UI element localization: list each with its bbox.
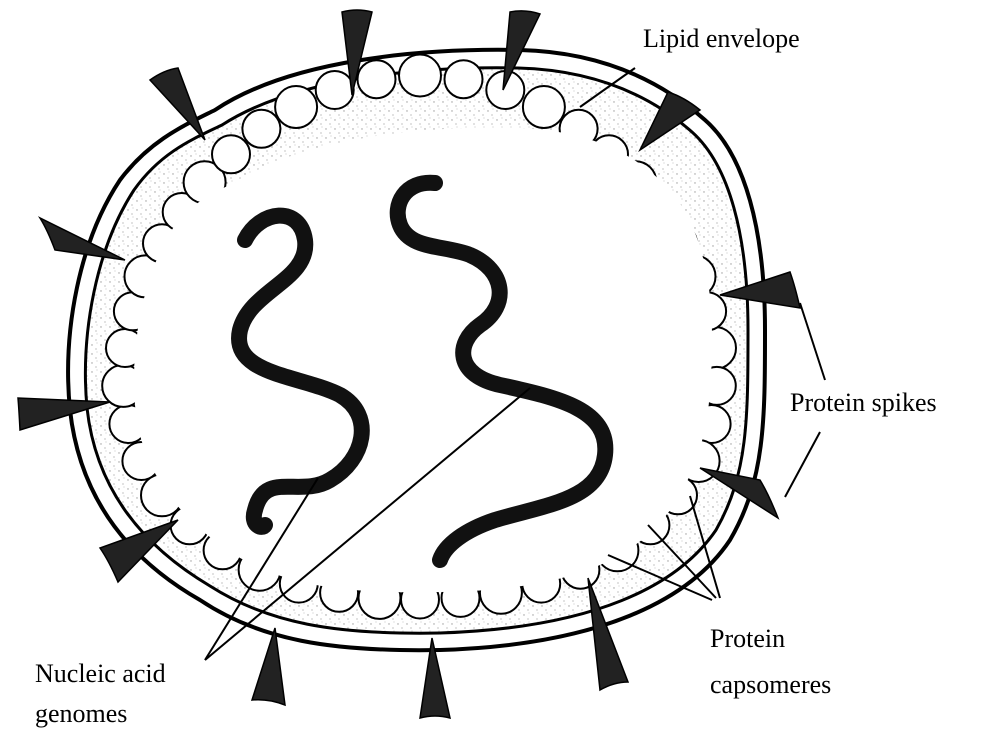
capsomere xyxy=(242,110,280,148)
label-lipid-envelope: Lipid envelope xyxy=(643,22,800,56)
capsomere xyxy=(445,60,483,98)
capsomere xyxy=(275,86,317,128)
leader-spike-upper xyxy=(800,303,825,380)
label-protein-capsomeres-line1: Protein xyxy=(710,622,785,656)
label-protein-capsomeres-line2: capsomeres xyxy=(710,668,831,702)
capsomere xyxy=(523,86,565,128)
capsomere xyxy=(358,60,396,98)
protein-spike xyxy=(252,628,285,705)
capsomere xyxy=(399,55,441,97)
capsomere xyxy=(316,71,354,109)
label-nucleic-acid-line2: genomes xyxy=(35,697,127,731)
virion-core xyxy=(134,128,712,593)
capsomere xyxy=(212,135,250,173)
leader-spike-lower xyxy=(785,432,820,497)
label-protein-spikes: Protein spikes xyxy=(790,386,937,420)
label-nucleic-acid-line1: Nucleic acid xyxy=(35,657,166,691)
